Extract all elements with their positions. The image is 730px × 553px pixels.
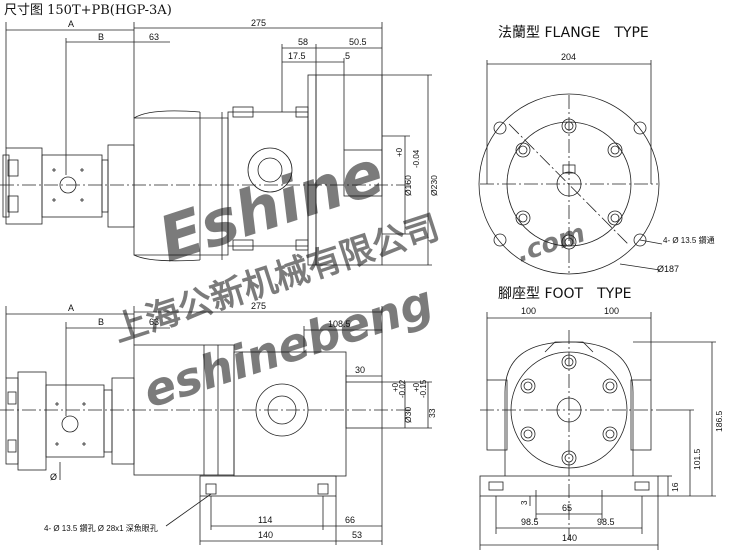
foot-dim-100-right: 100	[604, 306, 619, 316]
bottom-dim-a: A	[68, 303, 74, 313]
bottom-dim-108-5: 108.5	[328, 319, 351, 329]
top-dim-63: 63	[149, 32, 159, 42]
flange-dim-204: 204	[561, 52, 576, 62]
bottom-dim-phi30: Ø30	[403, 407, 413, 423]
top-dim-58: 58	[298, 37, 308, 47]
top-tol-160-upper: +0	[395, 147, 404, 157]
bottom-dim-275: 275	[251, 301, 266, 311]
flange-holes-note: 4- Ø 13.5 鑽通	[663, 235, 715, 245]
bottom-dim-phi: Ø	[50, 472, 57, 482]
foot-dim-98-5-left: 98.5	[521, 517, 539, 527]
foot-dim-65: 65	[562, 503, 572, 513]
top-dim-phi160: Ø160	[403, 175, 413, 196]
flange-dim-phi187: Ø187	[657, 264, 679, 274]
top-dim-phi230: Ø230	[429, 175, 439, 196]
foot-dim-186-5: 186.5	[714, 410, 724, 432]
bottom-tol-lower-2: -0.15	[419, 379, 428, 398]
foot-dim-101-5: 101.5	[692, 448, 702, 470]
bottom-dim-140: 140	[258, 530, 273, 540]
top-dim-a: A	[68, 19, 74, 29]
watermark-url-tail: .com	[513, 218, 589, 268]
top-side-view	[0, 22, 432, 266]
foot-dim-16: 16	[670, 482, 680, 492]
bottom-dim-b: B	[98, 317, 104, 327]
flange-end-view	[478, 60, 663, 275]
bottom-dim-33: 33	[427, 408, 437, 418]
bottom-holes-note: 4- Ø 13.5 鑽孔 Ø 28x1 深魚眼孔	[44, 523, 158, 533]
top-dim-275: 275	[251, 18, 266, 28]
top-tol-160-lower: -0.04	[412, 149, 421, 168]
foot-dim-3: 3	[520, 500, 529, 505]
foot-dim-140: 140	[562, 533, 577, 543]
bottom-side-view	[0, 306, 432, 545]
top-dim-50-5: 50.5	[349, 37, 367, 47]
drawing-title: 尺寸图 150T+PB(HGP-3A)	[4, 3, 172, 18]
foot-type-header: 腳座型 FOOT TYPE	[498, 286, 632, 302]
bottom-dim-66: 66	[345, 515, 355, 525]
flange-type-header: 法蘭型 FLANGE TYPE	[498, 25, 649, 41]
bottom-dim-30: 30	[355, 365, 365, 375]
bottom-tol-upper-1: +0	[391, 382, 400, 392]
bottom-dim-53: 53	[352, 530, 362, 540]
bottom-tol-upper-2: +0	[412, 382, 421, 392]
top-dim-17-5: 17.5	[288, 51, 306, 61]
bottom-tol-lower-1: -0.02	[398, 379, 407, 398]
foot-end-view	[479, 312, 716, 550]
bottom-dim-63: 63	[149, 317, 159, 327]
bottom-dim-114: 114	[258, 515, 272, 525]
top-dim-5: 5	[345, 51, 350, 61]
top-dim-b: B	[98, 32, 104, 42]
foot-dim-100-left: 100	[521, 306, 536, 316]
foot-dim-98-5-right: 98.5	[597, 517, 615, 527]
